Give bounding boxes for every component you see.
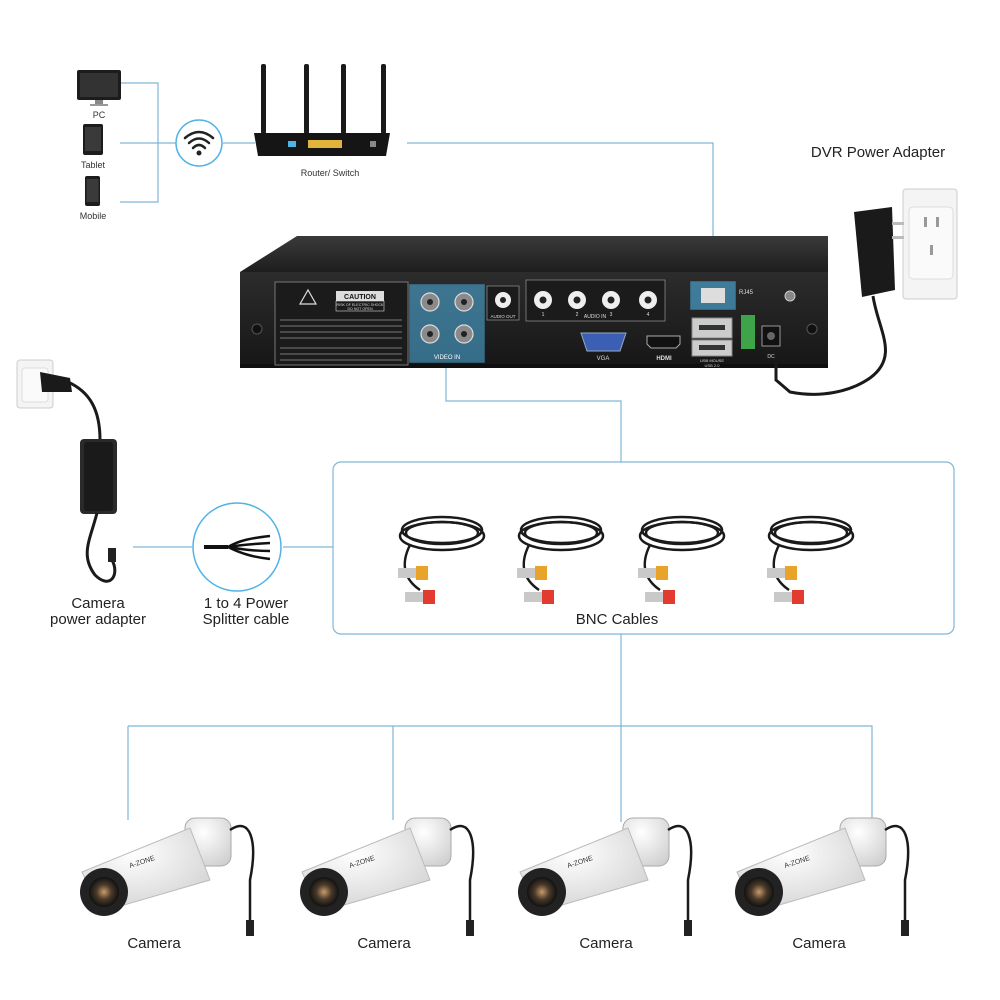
wifi-icon bbox=[175, 119, 223, 167]
bnc-cable-2 bbox=[517, 515, 605, 592]
bnc-cable-1 bbox=[398, 515, 486, 592]
dvr-ch2-label: 2 bbox=[576, 312, 579, 318]
router-icon bbox=[254, 64, 390, 156]
dvr-power-adapter-label: DVR Power Adapter bbox=[810, 144, 946, 161]
dvr-power-adapter bbox=[774, 188, 958, 396]
pc-icon bbox=[77, 70, 121, 106]
camera-3 bbox=[518, 817, 693, 936]
mobile-label: Mobile bbox=[79, 211, 107, 221]
camera-adapter-label-line2: power adapter bbox=[50, 611, 146, 628]
camera-4-label: Camera bbox=[792, 935, 846, 952]
camera-2 bbox=[300, 817, 475, 936]
splitter-label-line2: Splitter cable bbox=[202, 611, 290, 628]
camera-1-label: Camera bbox=[127, 935, 181, 952]
camera-power-adapter bbox=[16, 359, 117, 583]
splitter-label-line1: 1 to 4 Power bbox=[203, 595, 289, 612]
dvr-usb2-label: USB 2.0 bbox=[705, 363, 721, 368]
dvr-caution-title: CAUTION bbox=[344, 294, 376, 301]
bnc-cable-3 bbox=[638, 515, 726, 592]
tablet-icon bbox=[83, 124, 103, 155]
camera-adapter-label-line1: Camera bbox=[71, 595, 125, 612]
splitter-cable-icon bbox=[192, 502, 282, 592]
camera-1 bbox=[80, 817, 255, 936]
dvr-recorder bbox=[240, 236, 828, 368]
dvr-vga-label: VGA bbox=[597, 356, 610, 362]
bnc-connectors bbox=[398, 566, 804, 604]
dvr-ch3-label: 3 bbox=[610, 312, 613, 318]
dvr-video-in-label: VIDEO IN bbox=[434, 355, 460, 361]
router-label: Router/ Switch bbox=[300, 168, 360, 178]
tablet-label: Tablet bbox=[80, 160, 106, 170]
camera-3-label: Camera bbox=[579, 935, 633, 952]
dvr-caution-line1: RISK OF ELECTRIC SHOCK bbox=[337, 303, 385, 307]
dvr-hdmi-label: HDMI bbox=[656, 356, 672, 362]
dvr-ch4-label: 4 bbox=[647, 312, 650, 318]
dvr-dc-label: DC bbox=[767, 354, 775, 360]
dvr-rj45-label: RJ45 bbox=[739, 290, 754, 296]
camera-4 bbox=[735, 817, 910, 936]
camera-2-label: Camera bbox=[357, 935, 411, 952]
bnc-cables-label: BNC Cables bbox=[575, 611, 659, 628]
dvr-caution-line2: DO NOT OPEN bbox=[347, 307, 372, 311]
mobile-icon bbox=[85, 176, 100, 206]
dvr-ch1-label: 1 bbox=[542, 312, 545, 318]
dvr-audio-in-label: AUDIO IN bbox=[584, 314, 607, 320]
dvr-usb-label: USB MOUSE bbox=[700, 358, 724, 363]
pc-label: PC bbox=[92, 110, 106, 120]
dvr-audio-out-label: AUDIO OUT bbox=[490, 314, 515, 319]
bnc-cables-box bbox=[332, 461, 955, 635]
bnc-cable-4 bbox=[767, 515, 855, 592]
connector-lines bbox=[120, 82, 873, 822]
